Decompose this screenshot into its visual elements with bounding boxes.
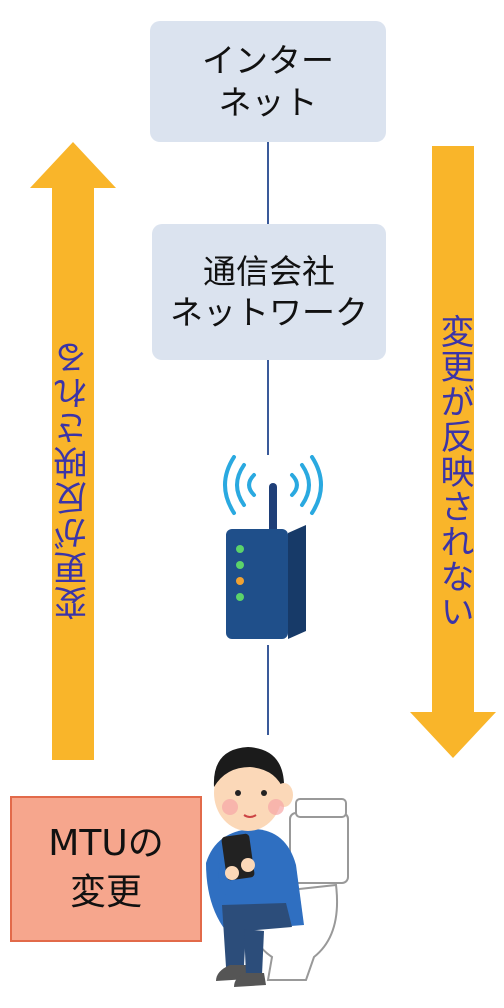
connector-internet-carrier: [267, 142, 269, 224]
internet-node-line2: ネット: [218, 82, 318, 122]
carrier-node-line1: 通信会社: [203, 251, 335, 291]
left-arrow-label: 変更が反映される: [54, 340, 94, 620]
mtu-change-callout: MTUの 変更: [10, 796, 202, 942]
wifi-router-icon: [223, 455, 323, 639]
connector-carrier-router: [267, 360, 269, 455]
callout-line1: MTUの: [48, 823, 164, 865]
right-arrow-label: 変更が反映されない: [434, 314, 474, 629]
callout-line2: 変更: [69, 872, 142, 913]
person-on-toilet-with-phone-icon: [206, 747, 349, 987]
up-arrow: [30, 142, 116, 760]
carrier-network-node: 通信会社 ネットワーク: [152, 224, 386, 360]
down-arrow: [410, 146, 496, 758]
connector-router-person: [267, 645, 269, 735]
carrier-node-line2: ネットワーク: [170, 293, 368, 332]
internet-node-line1: インター: [202, 41, 334, 81]
internet-node: インター ネット: [150, 21, 386, 142]
